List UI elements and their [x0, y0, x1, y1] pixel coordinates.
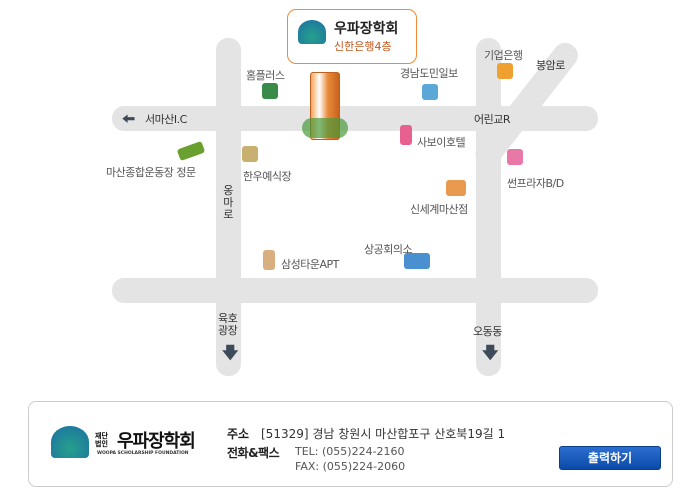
apartment-icon	[263, 250, 275, 270]
arrow-down-icon: 🡇	[482, 343, 499, 362]
label-gyeongnam-daily: 경남도민일보	[400, 67, 458, 80]
label-ibk: 기업은행	[484, 49, 523, 62]
label-shinsegae: 신세계마산점	[410, 203, 468, 216]
hotel-icon	[400, 125, 412, 145]
office-building-icon	[404, 253, 430, 269]
road-right-vertical	[476, 38, 501, 376]
road-ongma-ro	[216, 38, 241, 376]
label-seomasan-ic: 서마산I.C	[145, 113, 187, 126]
tree-icon	[302, 118, 348, 138]
label-samsung-town: 삼성타운APT	[281, 258, 339, 271]
logo-small-1: 재단	[95, 432, 108, 440]
logo-name: 우파장학회	[117, 431, 196, 452]
road-lower-horizontal	[112, 278, 598, 303]
fax-value: FAX: (055)224-2060	[295, 460, 406, 473]
foundation-logo-icon	[51, 426, 89, 458]
arrow-down-icon: 🡇	[222, 343, 239, 362]
callout-title: 우파장학회	[334, 21, 399, 37]
label-square: 광장	[218, 324, 238, 337]
print-button[interactable]: 출력하기	[559, 446, 661, 470]
logo-small-2: 법인	[95, 440, 108, 448]
label-hanwoo: 한우예식장	[243, 170, 292, 183]
contact-label: 전화&팩스	[227, 446, 280, 460]
label-sunplaza: 썬프라자B/D	[507, 177, 564, 190]
label-eoringyo-r: 어린교R	[474, 113, 511, 126]
label-sabo-hotel: 사보이호텔	[417, 136, 466, 149]
label-stadium: 마산종합운동장 정문	[106, 166, 196, 179]
label-chamber: 상공회의소	[364, 243, 413, 256]
address-label: 주소	[227, 427, 250, 441]
label-odong: 오동동	[473, 325, 502, 338]
department-store-icon	[446, 180, 466, 196]
arrow-left-icon: 🠨	[122, 109, 136, 128]
label-yukho: 육호	[218, 312, 238, 325]
location-callout: 우파장학회 신한은행4층	[287, 9, 417, 64]
foundation-logo-icon	[298, 20, 326, 44]
address-value: [51329] 경남 창원시 마산합포구 산호북19길 1	[261, 427, 506, 441]
callout-subtitle: 신한은행4층	[334, 40, 392, 53]
wedding-hall-icon	[242, 146, 258, 162]
stadium-icon	[176, 140, 206, 162]
homeplus-icon	[262, 83, 278, 99]
newspaper-building-icon	[422, 84, 438, 100]
label-ongma-ro: 옹마로	[223, 184, 233, 221]
bank-icon	[497, 63, 513, 79]
label-bongam-ro: 봉암로	[536, 59, 565, 72]
tel-value: TEL: (055)224-2160	[295, 445, 405, 458]
logo-english: WOOPA SCHOLARSHIP FOUNDATION	[97, 451, 189, 456]
label-homeplus: 홈플러스	[246, 69, 285, 82]
building-icon	[507, 149, 523, 165]
